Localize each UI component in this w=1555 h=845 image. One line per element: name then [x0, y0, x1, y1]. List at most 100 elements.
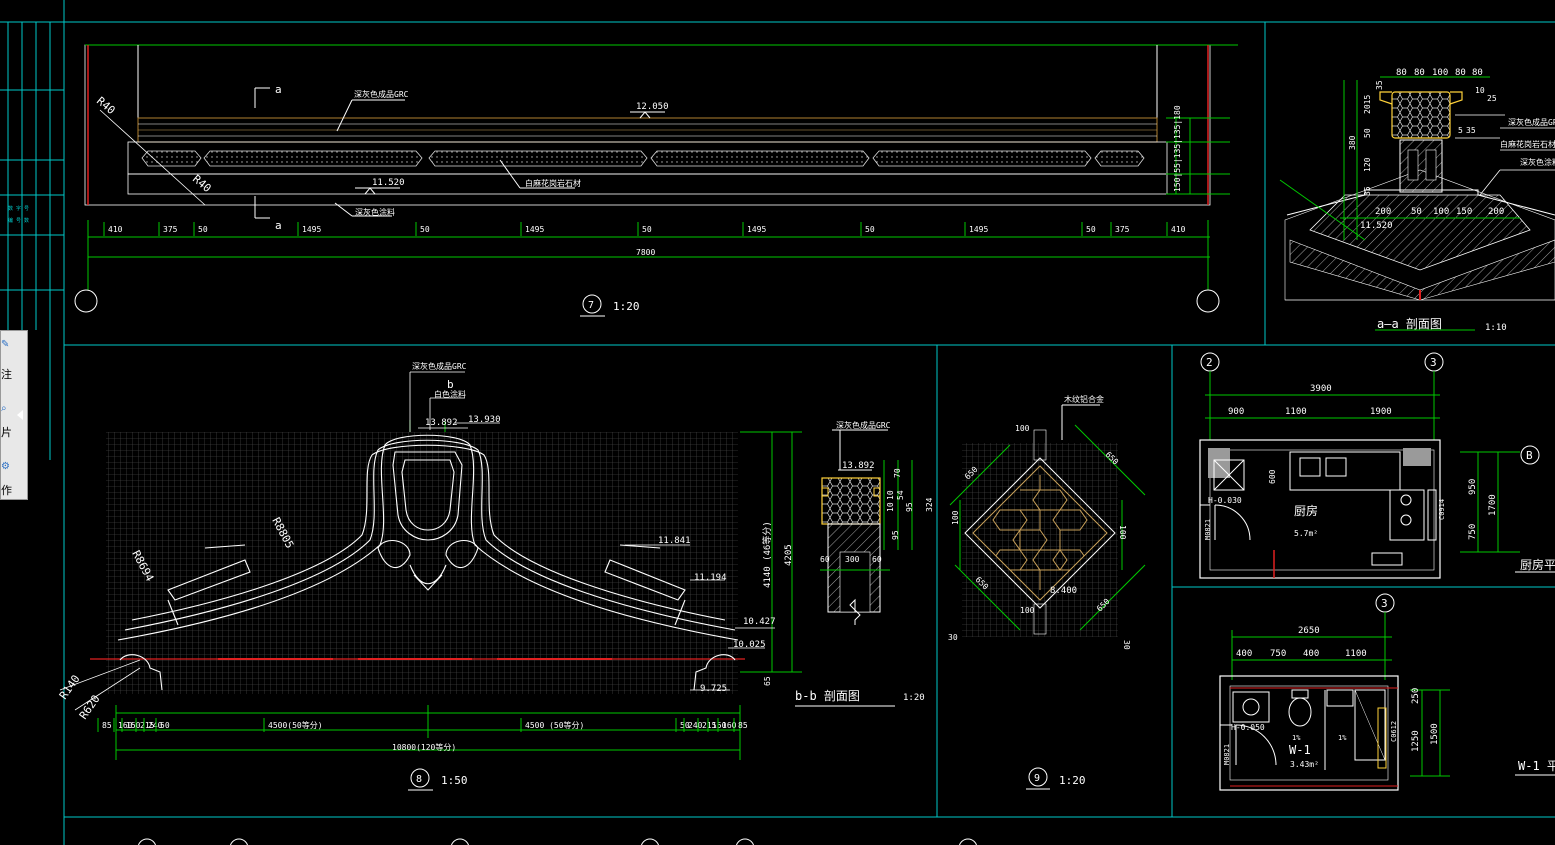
side-dimension-text: 150|55|135|135|180 [1173, 105, 1182, 192]
section-aa-note-3: 深灰色涂料 [1520, 157, 1555, 167]
bottom-axis-circles [137, 838, 978, 845]
section-aa-dim-left-1: 2015 [1363, 95, 1372, 114]
view7-dim-2: 375 [163, 225, 178, 234]
cut-label-a-top: a [275, 83, 282, 96]
view9-dim-10: 30 [1122, 640, 1131, 650]
section-bb-scale: 1:20 [903, 693, 925, 703]
dimension-total: 7800 [636, 248, 655, 257]
view8-right-dim-3: 65 [763, 676, 772, 686]
view7-dim-10: 1495 [969, 225, 988, 234]
kitchen-dim-1: 900 [1228, 407, 1244, 417]
view8-elevation-e: 10.427 [743, 617, 776, 627]
view7-dim-3: 50 [198, 225, 208, 234]
section-aa-dim-top-5: 80 [1472, 68, 1483, 78]
wc-dim-v-1: 250 [1411, 688, 1421, 704]
section-aa-note-2: 白麻花岗岩石材 [1500, 139, 1555, 149]
kitchen-axis-left: 2 [1206, 356, 1213, 369]
section-bb[interactable] [795, 429, 913, 707]
section-aa-elevation: 11.520 [1360, 221, 1393, 231]
collapse-arrow-icon[interactable] [17, 410, 23, 420]
view8-dim-6: 50 [160, 721, 170, 730]
view9-dim-4: 100 [951, 510, 960, 525]
view7-elevation[interactable] [74, 44, 1238, 317]
radius-label-mid: R40 [190, 172, 214, 195]
kitchen-plan[interactable] [1199, 352, 1555, 579]
section-aa-small-2: 25 [1487, 94, 1497, 103]
svg-text:编 号 数: 编 号 数 [8, 217, 29, 224]
section-aa-dim-bot-3: 100 [1433, 207, 1449, 217]
kitchen-dim-3: 1900 [1370, 407, 1392, 417]
tool-icon[interactable]: ⚙ [1, 461, 10, 472]
elevation-mid: 11.520 [372, 178, 405, 188]
view8-right-dim-1: 4140 (46等分) [761, 521, 773, 588]
view9-scale: 1:20 [1059, 774, 1086, 787]
view7-dim-7: 50 [642, 225, 652, 234]
wc-dim-2: 750 [1270, 649, 1286, 659]
section-bb-dim-bot-3: 60 [872, 555, 882, 564]
section-aa-dim-left-2: 35 [1375, 80, 1384, 90]
kitchen-labels: 2 3 B 3900 900 1100 1900 厨房 5.7m² H-0.03… [1204, 356, 1555, 572]
wc-dim-1: 400 [1236, 649, 1252, 659]
view8-dim-1: 85 [102, 721, 112, 730]
section-bb-elevation: 13.892 [842, 461, 875, 471]
wc-axis: 3 [1381, 597, 1388, 610]
kitchen-dim-total: 3900 [1310, 384, 1332, 394]
view9-note: 木纹铝合金 [1064, 394, 1104, 404]
view8-scale: 1:50 [441, 774, 468, 787]
section-aa-labels: 80 80 100 80 80 200 50 100 150 200 2015 … [1348, 68, 1555, 333]
section-aa-small-1: 10 [1475, 86, 1485, 95]
section-aa-dim-top-1: 80 [1396, 68, 1407, 78]
kitchen-dim-v-4: 600 [1268, 469, 1277, 484]
wc-door: M0821 [1223, 744, 1231, 765]
search-icon[interactable]: ⌕ [1, 403, 7, 414]
section-aa-dim-bot-2: 50 [1411, 207, 1422, 217]
view8-elevation-f: 10.025 [733, 640, 766, 650]
section-aa-dim-left-3: 50 [1363, 128, 1372, 138]
pin-icon[interactable]: ✎ [1, 339, 10, 350]
view8-dim-7: 4500(50等分) [268, 720, 323, 730]
wc-level: H-0.050 [1231, 723, 1265, 732]
section-aa-small-4: 35 [1466, 126, 1476, 135]
elevation-top: 12.050 [636, 102, 669, 112]
view7-labels: a a R40 R40 深灰色成品GRC 白麻花岗岩石材 深灰色涂料 12.05… [94, 83, 1182, 313]
section-aa-dim-left-6: 35 [1363, 186, 1372, 196]
view7-dim-12: 375 [1115, 225, 1130, 234]
svg-text:数 字 号: 数 字 号 [8, 205, 29, 212]
view9-dim-8: 100 [1020, 606, 1035, 615]
view8-dim-4: 215 [140, 721, 155, 730]
wc-window: C0612 [1390, 721, 1398, 742]
side-tab-annotate[interactable]: 注 [1, 368, 12, 381]
kitchen-axis-right: 3 [1430, 356, 1437, 369]
view8-dim-11: 215 [702, 721, 717, 730]
view-scale: 1:20 [613, 300, 640, 313]
view8-elevation-a: 13.892 [425, 418, 458, 428]
section-aa-dim-bot-5: 200 [1488, 207, 1504, 217]
section-bb-note: 深灰色成品GRC [836, 420, 891, 430]
section-aa-dim-top-4: 80 [1455, 68, 1466, 78]
section-bb-dim-right-3: 10 [886, 502, 895, 512]
view7-dim-8: 1495 [747, 225, 766, 234]
section-aa[interactable] [1279, 76, 1555, 331]
kitchen-dim-v-3: 1700 [1488, 494, 1498, 516]
wc-title: W-1 平 [1518, 759, 1555, 773]
section-aa-dim-left-4: 120 [1363, 157, 1372, 172]
side-tab-image[interactable]: 片 [1, 426, 12, 439]
view8-top-note: 深灰色成品GRC [412, 361, 467, 371]
kitchen-area: 5.7m² [1294, 529, 1318, 538]
view8-elevation-b: 13.930 [468, 415, 501, 425]
side-tab-work[interactable]: 作 [1, 484, 12, 497]
view7-dim-11: 50 [1086, 225, 1096, 234]
note-granite: 白麻花岗岩石材 [525, 178, 581, 188]
view8-radius-4: R620 [77, 693, 103, 722]
view8-dim-10: 240 [688, 721, 703, 730]
wc-plan[interactable] [1219, 593, 1555, 791]
section-bb-dim-right-7: 95 [891, 530, 900, 540]
wc-dim-total: 2650 [1298, 626, 1320, 636]
view9-lattice[interactable] [949, 404, 1146, 790]
view8-pediment[interactable] [59, 371, 802, 791]
section-aa-dim-top-2: 80 [1414, 68, 1425, 78]
side-panel-tab[interactable]: ✎ 注 ⌕ 片 ⚙ 作 [0, 330, 28, 500]
view7-dim-1: 410 [108, 225, 123, 234]
view8-elevation-d: 11.194 [694, 573, 727, 583]
